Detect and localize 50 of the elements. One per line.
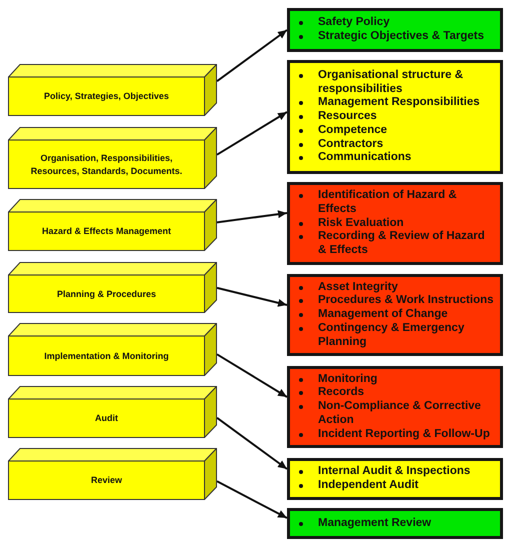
block-label: Review: [90, 474, 122, 487]
block-label: Audit: [95, 412, 118, 425]
block-3d: [8, 448, 217, 500]
list-item: Contractors: [318, 138, 384, 152]
list-item: Resources: [318, 110, 377, 124]
list-item: Monitoring: [318, 372, 378, 386]
list-item: Safety Policy: [318, 16, 390, 30]
arrow: [216, 210, 288, 224]
arrow: [216, 353, 288, 398]
list-item: Identification of Hazard & Effects: [318, 189, 458, 217]
list-item: Risk Evaluation: [318, 216, 404, 230]
topic-panel: [287, 508, 503, 539]
list-item: Contingency & Emergency Planning: [318, 322, 466, 350]
block-3d: [8, 127, 217, 189]
block-label: Planning & Procedures: [56, 288, 156, 300]
block-3d: [8, 199, 217, 251]
list-item: Internal Audit & Inspections: [318, 465, 470, 479]
list-item: Independent Audit: [318, 479, 419, 493]
list-item: Strategic Objectives & Targets: [318, 30, 484, 44]
topic-panel: [287, 274, 503, 356]
block-label: Organisation, Responsibilities, Resources, Standards, Documents.: [30, 152, 184, 177]
list-item: Asset Integrity: [318, 280, 398, 294]
list-item: Non-Compliance & Corrective Action: [318, 400, 482, 428]
arrow: [216, 111, 288, 156]
list-item: Organisational structure & responsibilities: [318, 69, 464, 96]
topic-panel: [287, 60, 503, 174]
list-item: Competence: [318, 124, 388, 138]
block-label: Implementation & Monitoring: [44, 350, 169, 362]
list-item: Management of Change: [318, 308, 448, 322]
block-3d: [8, 323, 217, 376]
list-item: Management Responsibilities: [318, 96, 480, 110]
list-item: Records: [318, 386, 364, 400]
arrow: [216, 286, 288, 307]
arrow: [216, 480, 288, 519]
block-label: Hazard & Effects Management: [42, 225, 172, 238]
topic-panel: [287, 182, 503, 265]
list-item: Procedures & Work Instructions: [318, 294, 494, 308]
list-item: Recording & Review of Hazard & Effects: [318, 230, 486, 258]
block-3d: [8, 262, 217, 313]
list-item: Management Review: [318, 516, 432, 530]
topic-panel: [287, 366, 503, 448]
arrow: [216, 29, 288, 82]
block-3d: [8, 64, 217, 116]
block-3d: [8, 386, 217, 438]
arrow: [216, 417, 288, 470]
list-item: Incident Reporting & Follow-Up: [318, 428, 490, 442]
list-item: Communications: [318, 151, 412, 165]
topic-panel: [287, 458, 503, 500]
block-label: Policy, Strategies, Objectives: [44, 90, 169, 103]
topic-panel: [287, 8, 503, 52]
